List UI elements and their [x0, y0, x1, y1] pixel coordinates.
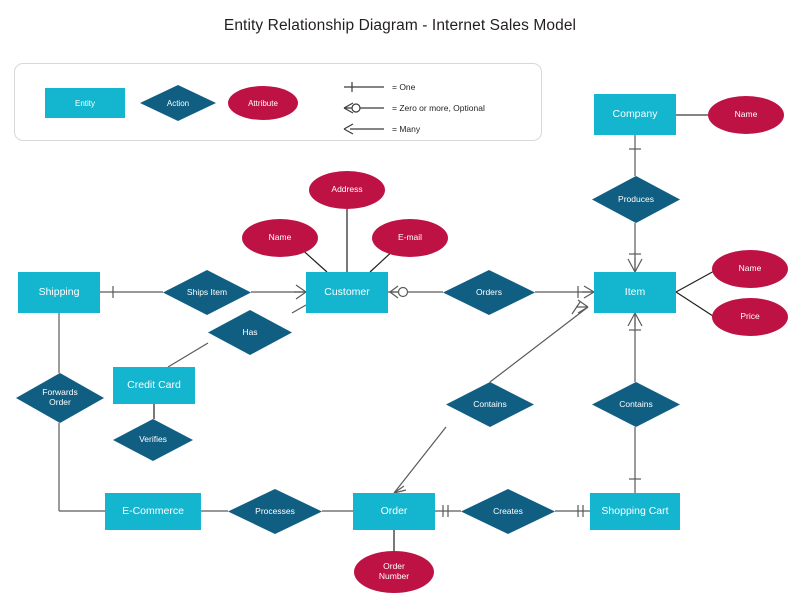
- entity-label: Credit Card: [127, 378, 181, 391]
- legend-action-label: Action: [166, 98, 190, 108]
- cardinality-zero-or-more-icon: [343, 101, 384, 114]
- entity-e-commerce[interactable]: E-Commerce: [105, 493, 201, 530]
- entity-label: Company: [612, 107, 658, 120]
- legend-row-zero-or-more: = Zero or more, Optional: [340, 97, 540, 118]
- card-many-item-top: [627, 258, 643, 273]
- attribute-item-name[interactable]: Name: [712, 250, 788, 288]
- entity-label: Customer: [324, 285, 370, 298]
- action-label: Ships Item: [186, 286, 228, 297]
- attribute-label: Price: [740, 311, 760, 322]
- card-many-item-left: [582, 285, 595, 299]
- attribute-label: Address: [331, 184, 363, 195]
- entity-label: Shipping: [38, 285, 80, 298]
- entity-label: Item: [624, 285, 646, 298]
- action-label: Creates: [493, 505, 523, 516]
- action-has[interactable]: Has: [208, 310, 292, 355]
- link-item-name: [675, 269, 717, 293]
- page-title: Entity Relationship Diagram - Internet S…: [223, 17, 577, 34]
- entity-shipping[interactable]: Shipping: [18, 272, 100, 313]
- link-has-creditcard: [167, 342, 209, 368]
- action-label: Produces: [618, 193, 654, 204]
- attribute-customer-email[interactable]: E-mail: [372, 219, 448, 257]
- entity-label: Order: [380, 504, 408, 517]
- attribute-item-price[interactable]: Price: [712, 298, 788, 336]
- legend-row-one: = One: [340, 76, 540, 97]
- action-label: Has: [242, 326, 258, 337]
- attribute-customer-name[interactable]: Name: [242, 219, 318, 257]
- action-label: Contains: [619, 398, 653, 409]
- cardinality-one-icon: [344, 81, 384, 92]
- action-label: Orders: [476, 286, 502, 297]
- entity-credit-card[interactable]: Credit Card: [113, 367, 195, 404]
- card-many-customer-left: [294, 284, 307, 300]
- action-label: Verifies: [139, 434, 167, 445]
- entity-item[interactable]: Item: [594, 272, 676, 313]
- attribute-customer-address[interactable]: Address: [309, 171, 385, 209]
- attribute-label: Name: [268, 232, 292, 243]
- cardinality-many-icon: [343, 122, 384, 135]
- legend-row-one-label: = One: [392, 81, 416, 92]
- action-contains-order[interactable]: Contains: [446, 382, 534, 427]
- attribute-label: Name: [734, 109, 758, 120]
- legend-entity-label: Entity: [74, 98, 95, 108]
- action-label: Contains: [473, 398, 507, 409]
- legend-row-many-label: = Many: [392, 123, 421, 134]
- legend-row-zero-or-more-label: = Zero or more, Optional: [392, 102, 485, 113]
- card-many-customer-right: [389, 285, 399, 299]
- legend-attribute-label: Attribute: [248, 98, 278, 108]
- entity-customer[interactable]: Customer: [306, 272, 388, 313]
- attribute-label: Name: [738, 263, 762, 274]
- card-many-item-contains: [576, 299, 589, 314]
- attribute-label: E-mail: [397, 232, 423, 243]
- action-contains-cart[interactable]: Contains: [592, 382, 680, 427]
- legend-attribute-swatch: Attribute: [228, 86, 298, 120]
- legend-cardinality-list: = One = Zero or more, Optional = Many: [340, 76, 540, 139]
- action-label: Processes: [255, 505, 295, 516]
- legend-entity-swatch: Entity: [45, 88, 125, 118]
- action-creates[interactable]: Creates: [461, 489, 555, 534]
- legend-row-many: = Many: [340, 118, 540, 139]
- link-contains-item: [489, 306, 589, 383]
- entity-shopping-cart[interactable]: Shopping Cart: [590, 493, 680, 530]
- entity-company[interactable]: Company: [594, 94, 676, 135]
- link-order-contains: [393, 426, 447, 494]
- entity-order[interactable]: Order: [353, 493, 435, 530]
- action-ships-item[interactable]: Ships Item: [163, 270, 251, 315]
- card-optional-customer: [397, 286, 409, 298]
- action-orders[interactable]: Orders: [443, 270, 535, 315]
- action-produces[interactable]: Produces: [592, 176, 680, 223]
- attribute-company-name[interactable]: Name: [708, 96, 784, 134]
- link-customer-has: [291, 304, 307, 314]
- link-item-price: [675, 291, 717, 319]
- card-many-item-bottom: [627, 312, 643, 327]
- entity-label: Shopping Cart: [601, 504, 669, 517]
- legend-action-swatch: Action: [140, 85, 216, 121]
- card-one-item-contains: [571, 301, 581, 315]
- action-verifies[interactable]: Verifies: [113, 419, 193, 461]
- entity-label: E-Commerce: [122, 504, 184, 517]
- action-processes[interactable]: Processes: [228, 489, 322, 534]
